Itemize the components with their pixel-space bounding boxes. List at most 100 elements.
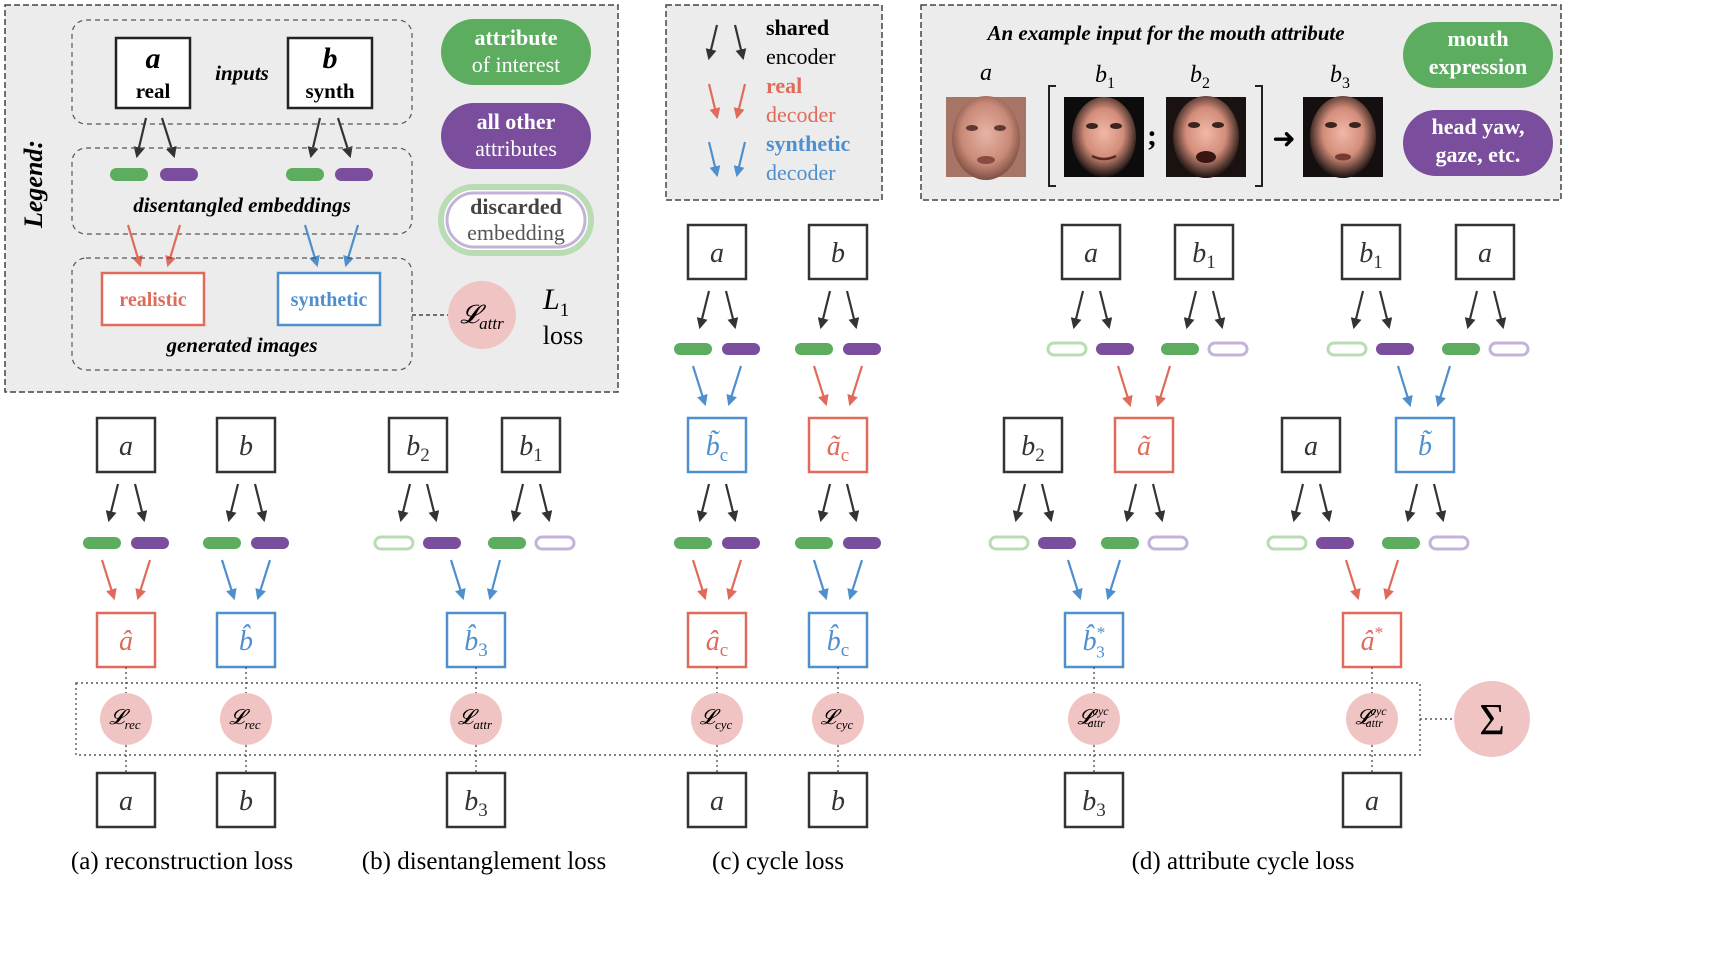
output-box [807,611,869,669]
discarded-other-embedding [1428,535,1470,551]
intermediate-box [807,416,869,474]
other-embedding [722,537,760,549]
intermediate-label: ã [1137,431,1151,462]
intermediate-box [686,416,748,474]
legend-inputs-label: inputs [215,61,269,85]
legend-l1-label: L1 [542,283,569,321]
face-photo-icon [946,96,1026,180]
encoder-arrow [1464,290,1479,330]
decoder-arrow [486,559,502,601]
legend-inputs-box [71,19,413,125]
loss-circle [450,693,502,745]
example-label-b3: b3 [1330,62,1350,92]
input-box [807,223,869,281]
other-embedding [1038,537,1076,549]
shared-encoder-arrow [733,24,747,61]
encoder-arrow [510,483,525,523]
encoder-arrow [538,483,553,523]
loss-circle [1068,693,1120,745]
encoder-arrow [225,483,240,523]
other-embedding [1376,343,1414,355]
discarded-attr-embedding [988,535,1030,551]
legend-encoder-arrow [133,117,148,159]
real-label-line2: decoder [766,102,836,127]
decoder-arrow [100,559,117,601]
loss-circle [812,693,864,745]
caption-a: (a) reconstruction loss [71,848,293,875]
attr-embedding [1161,343,1199,355]
attr-embedding [203,537,241,549]
discarded-attr-embedding [1326,341,1368,357]
legend-attr-pill-line2: of interest [472,52,561,77]
decoder-arrow [1066,559,1083,601]
other-embedding [423,537,461,549]
input-label: b [831,238,845,269]
decoder-arrow [1116,365,1133,408]
loss-circle [691,693,743,745]
intermediate-label: b̃ [1418,430,1433,462]
input-box [1340,223,1402,281]
decoder-arrow [449,559,466,601]
input-label: b1 [1192,238,1216,273]
intermediate-box [1394,416,1456,474]
legend-attr-embedding [110,168,148,181]
target-box [807,771,869,829]
attr-embedding [795,537,833,549]
legend-input-b-label: synth [305,79,354,103]
input-box [686,223,748,281]
output-box [686,611,748,669]
input-box [95,416,157,474]
synthetic-label-line2: decoder [766,160,836,185]
caption-d: (d) attribute cycle loss [1132,848,1355,875]
decoder-arrow [1344,559,1361,601]
input-label: b1 [519,431,543,466]
target-label: b [239,786,253,817]
encoder-arrow [1404,483,1419,523]
input-box [500,416,562,474]
legend-other-pill-line1: all other [477,109,556,134]
encoder-arrow [1070,290,1085,330]
intermediate-label: ãc [827,431,849,466]
attr-embedding [488,537,526,549]
example-bracket-left [1048,85,1056,187]
output-label: b̂*3 [1083,623,1106,662]
legend-encoder-arrow [307,117,322,159]
decoder-arrow [1105,559,1122,601]
decoder-arrow [135,559,152,601]
decoder-arrow [1396,365,1413,408]
encoder-arrow [724,290,739,330]
decoder-arrow [1155,365,1172,408]
target-box [215,771,277,829]
legend-synthetic-box [276,271,382,327]
target-box [1063,771,1125,829]
encoder-arrow [1318,483,1333,523]
face-photo-icon [1166,96,1246,178]
decoder-arrow [1383,559,1400,601]
decoder-arrow [691,365,708,407]
attr-embedding [1442,343,1480,355]
target-label: a [119,786,133,817]
real-decoder-arrow [733,83,747,120]
example-other-pill-line2: gaze, etc. [1436,142,1521,167]
other-embedding [1316,537,1354,549]
loss-circle [100,693,152,745]
other-embedding [722,343,760,355]
legend-discarded-pill-inner [445,191,587,249]
legend-input-a [114,36,192,110]
intermediate-label: b̃c [706,430,728,466]
encoder-arrow [105,483,120,523]
decoder-arrow [255,559,272,601]
example-label-a: a [980,60,992,86]
input-label: a [119,431,133,462]
synthetic-label-line1: synthetic [766,131,851,156]
output-label: â [119,626,133,657]
encoder-arrow [1492,290,1507,330]
legend-generated-box [71,257,413,371]
target-label: b3 [464,786,488,821]
output-box [1341,611,1403,669]
caption-b: (b) disentanglement loss [362,848,606,875]
output-label: â* [1361,623,1384,657]
legend-input-b [286,36,374,110]
target-box [445,771,507,829]
